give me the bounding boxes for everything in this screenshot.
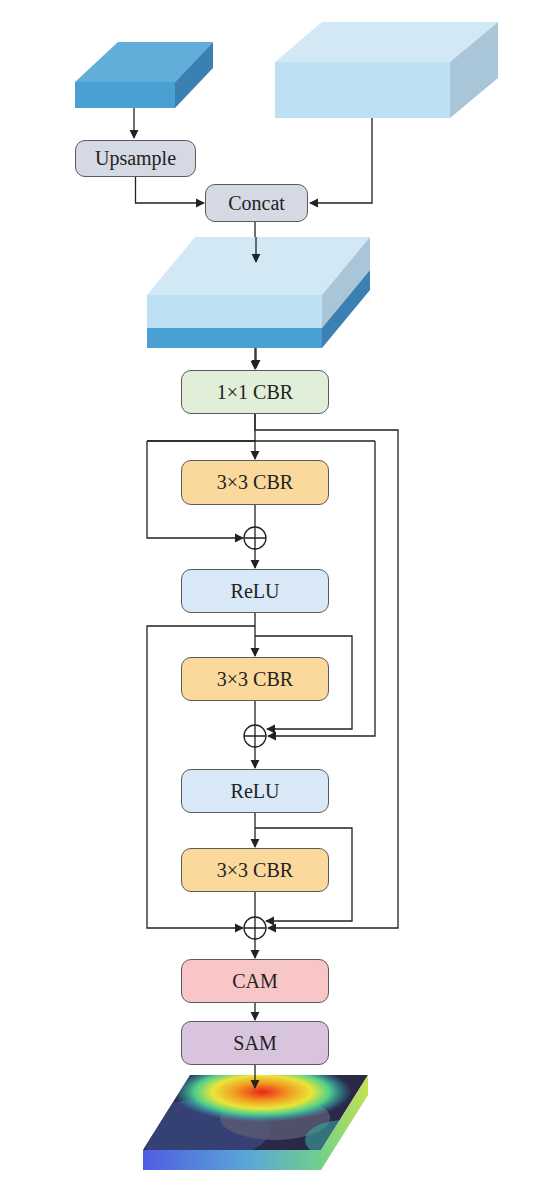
attention-box: SAM xyxy=(181,1021,329,1065)
box-label: 3×3 CBR xyxy=(217,859,293,882)
box-label: ReLU xyxy=(231,580,280,603)
activation-box: ReLU xyxy=(181,569,329,613)
box-label: 3×3 CBR xyxy=(217,471,293,494)
box-label: ReLU xyxy=(231,780,280,803)
attention-heatmap xyxy=(130,1062,385,1170)
concat-feature-map xyxy=(147,237,370,368)
skip-wire xyxy=(147,440,255,441)
activation-box: ReLU xyxy=(181,769,329,813)
flow-arrow xyxy=(254,414,255,459)
input-arrow xyxy=(133,108,134,138)
upsample-box: Upsample xyxy=(75,140,196,177)
box-label: CAM xyxy=(232,970,278,993)
conv-box: 3×3 CBR xyxy=(181,460,329,505)
feature-map-large xyxy=(275,22,498,118)
box-label: 3×3 CBR xyxy=(217,668,293,691)
flow-arrow xyxy=(136,177,205,203)
flow-arrow xyxy=(254,613,255,656)
feature-map-small xyxy=(75,42,213,108)
attention-box: CAM xyxy=(181,959,329,1003)
conv-box: 3×3 CBR xyxy=(181,848,329,892)
flow-arrow xyxy=(254,1003,255,1020)
box-label: Upsample xyxy=(95,147,176,170)
conv-box: 1×1 CBR xyxy=(181,370,329,414)
flow-arrow xyxy=(254,813,255,847)
box-label: 1×1 CBR xyxy=(217,381,293,404)
conv-box: 3×3 CBR xyxy=(181,657,329,701)
box-label: SAM xyxy=(233,1032,276,1055)
box-label: Concat xyxy=(228,192,285,215)
concat-box: Concat xyxy=(205,184,308,222)
skip-wire xyxy=(147,440,375,441)
input-arrow xyxy=(310,118,372,203)
